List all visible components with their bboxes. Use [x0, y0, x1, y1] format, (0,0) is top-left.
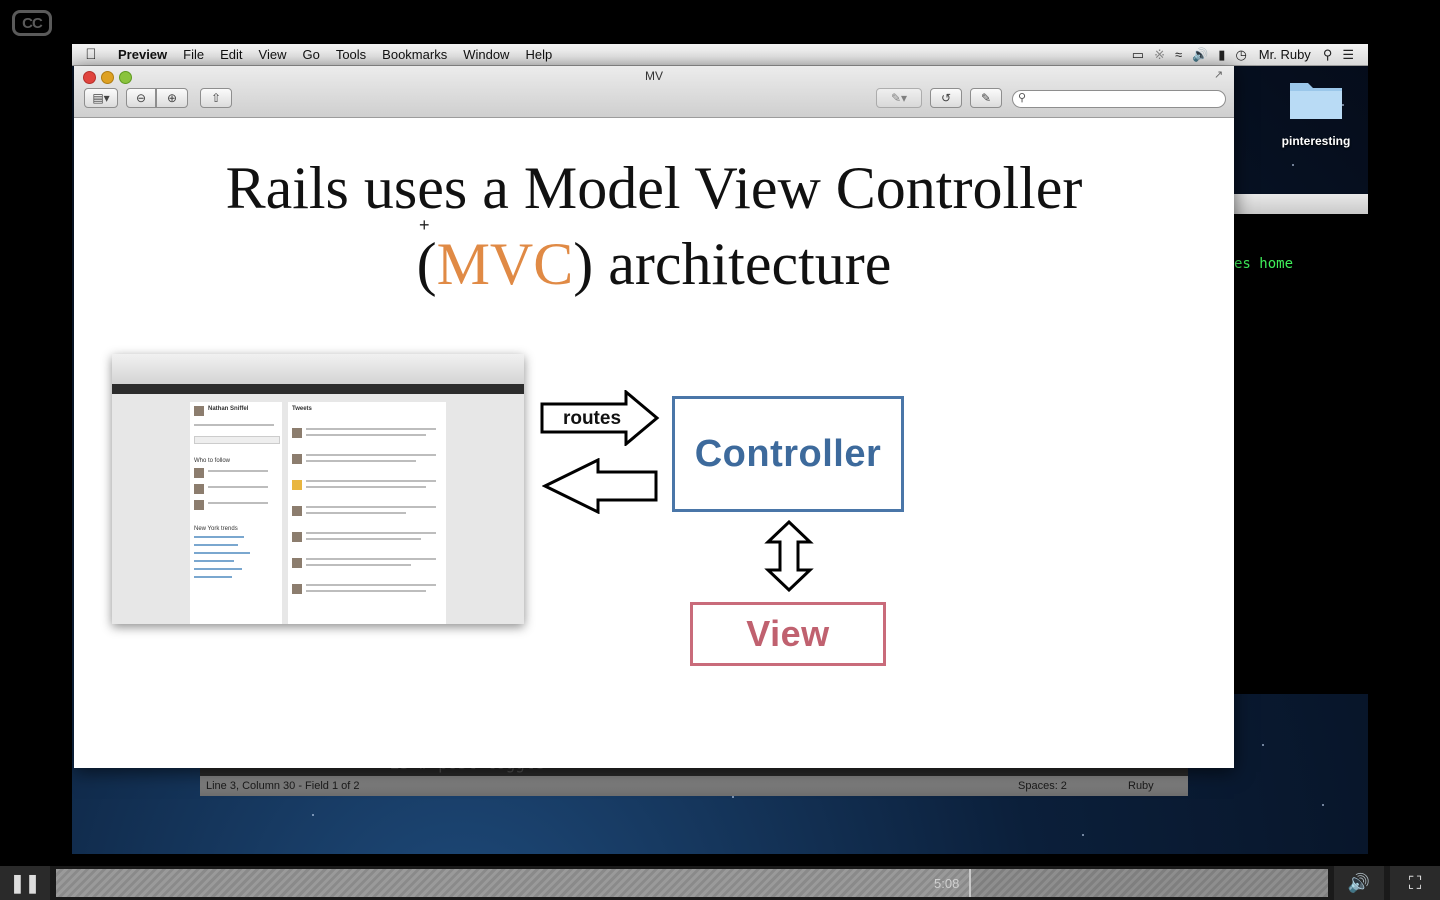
annotate-button[interactable]: ✎▾	[876, 88, 922, 108]
editor-status-bar: Line 3, Column 30 - Field 1 of 2 Spaces:…	[200, 776, 1188, 796]
share-button[interactable]: ⇧	[200, 88, 232, 108]
menu-bar:  Preview File Edit View Go Tools Bookma…	[72, 44, 1368, 66]
pen-icon: ✎▾	[890, 91, 908, 105]
wifi-icon[interactable]: ≈	[1174, 47, 1183, 62]
fullscreen-toggle-icon[interactable]: ↗	[1214, 69, 1224, 81]
terminal-window: es home	[1212, 194, 1368, 694]
avatar	[194, 406, 204, 416]
search-icon: ⚲	[1018, 92, 1027, 104]
status-cursor-position: Line 3, Column 30 - Field 1 of 2	[206, 780, 360, 792]
slide-title-rest: ) architecture	[573, 231, 892, 297]
preview-toolbar: MV ↗ ▤▾ ⊖ ⊕ ⇧ ✎▾ ↺ ✎ ⚲	[74, 66, 1234, 118]
edit-icon: ✎	[980, 91, 992, 105]
folder-icon[interactable]	[1286, 77, 1346, 123]
menu-help[interactable]: Help	[525, 47, 553, 62]
twitter-screenshot-image: Nathan Sniffel Who to follow New York tr…	[112, 354, 524, 624]
preview-window: MV ↗ ▤▾ ⊖ ⊕ ⇧ ✎▾ ↺ ✎ ⚲ Rails uses a Mode…	[74, 66, 1234, 768]
menu-window[interactable]: Window	[463, 47, 510, 62]
zoom-out-icon: ⊖	[135, 91, 147, 105]
pause-icon: ❚❚	[9, 872, 41, 893]
battery-icon[interactable]: ▮	[1218, 46, 1226, 62]
playback-time: 5:08	[934, 876, 960, 891]
minimize-icon[interactable]	[101, 71, 114, 84]
folder-label[interactable]: pinteresting	[1281, 134, 1351, 148]
trends-label: New York trends	[194, 526, 238, 532]
sidebar-view-button[interactable]: ▤▾	[84, 88, 118, 108]
view-label: View	[746, 613, 830, 654]
menu-bookmarks[interactable]: Bookmarks	[382, 47, 448, 62]
clock-icon[interactable]: ◷	[1235, 46, 1247, 62]
rotate-icon: ↺	[940, 91, 952, 105]
terminal-output: es home	[1234, 256, 1294, 272]
progress-bar-fill	[56, 869, 971, 897]
video-player-controls: ❚❚ 5:08 🔊 ⛶	[0, 866, 1440, 900]
window-title: MV	[645, 69, 663, 83]
zoom-out-button[interactable]: ⊖	[126, 88, 156, 108]
profile-column: Nathan Sniffel Who to follow New York tr…	[190, 402, 282, 624]
progress-bar[interactable]: 5:08	[56, 869, 1328, 897]
slide-title-line1: Rails uses a Model View Controller	[225, 155, 1083, 221]
slide-title-open-paren: (	[416, 231, 437, 297]
twitter-navbar	[112, 384, 524, 394]
zoom-in-button[interactable]: ⊕	[156, 88, 188, 108]
volume-icon: 🔊	[1347, 872, 1371, 893]
slide-title-line2: (MVC) architecture	[74, 226, 1234, 302]
slide-title-mvc: MVC	[436, 231, 574, 297]
notification-center-icon[interactable]: ☰	[1342, 46, 1354, 62]
menu-user-name[interactable]: Mr. Ruby	[1258, 47, 1311, 62]
slide-page: Rails uses a Model View Controller (MVC)…	[74, 118, 1234, 768]
sidebar-icon: ▤▾	[92, 91, 110, 105]
routes-label: routes	[562, 408, 622, 429]
profile-name: Nathan Sniffel	[208, 406, 249, 412]
menu-file[interactable]: File	[183, 47, 205, 62]
status-spaces[interactable]: Spaces: 2	[1018, 780, 1067, 792]
share-icon: ⇧	[210, 91, 222, 105]
fullscreen-button[interactable]: ⛶	[1390, 866, 1440, 900]
menu-edit[interactable]: Edit	[220, 47, 243, 62]
menu-app-name[interactable]: Preview	[118, 47, 168, 62]
controller-box: Controller	[672, 396, 904, 512]
slide-title: Rails uses a Model View Controller (MVC)…	[74, 150, 1234, 302]
menu-go[interactable]: Go	[302, 47, 320, 62]
status-language[interactable]: Ruby	[1128, 780, 1154, 792]
bluetooth-icon[interactable]: ※	[1154, 46, 1165, 62]
zoom-in-icon: ⊕	[166, 91, 178, 105]
view-box: View	[690, 602, 886, 666]
who-to-follow-label: Who to follow	[194, 458, 231, 464]
close-icon[interactable]	[83, 71, 96, 84]
search-input[interactable]: ⚲	[1012, 90, 1226, 108]
edit-toolbar-button[interactable]: ✎	[970, 88, 1002, 108]
airplay-icon[interactable]: ▭	[1131, 46, 1145, 62]
spotlight-search-icon[interactable]: ⚲	[1322, 46, 1333, 62]
pause-button[interactable]: ❚❚	[0, 866, 50, 900]
tweets-header: Tweets	[292, 406, 312, 412]
closed-captions-button[interactable]: CC	[12, 10, 52, 36]
routes-right-arrow-icon	[540, 390, 660, 446]
menu-tools[interactable]: Tools	[335, 47, 367, 62]
menu-view[interactable]: View	[258, 47, 287, 62]
volume-icon[interactable]: 🔊	[1192, 46, 1209, 62]
rotate-button[interactable]: ↺	[930, 88, 962, 108]
left-arrow-icon	[542, 458, 658, 514]
controller-label: Controller	[694, 432, 882, 475]
crosshair-cursor-icon: +	[419, 215, 430, 235]
tweets-column: Tweets	[288, 402, 446, 624]
browser-chrome	[112, 354, 524, 384]
zoom-icon[interactable]	[119, 71, 132, 84]
volume-button[interactable]: 🔊	[1334, 866, 1384, 900]
terminal-titlebar[interactable]	[1212, 194, 1368, 214]
apple-menu-icon[interactable]: 	[72, 46, 110, 63]
up-down-arrow-icon	[764, 520, 814, 592]
mac-desktop:  Preview File Edit View Go Tools Bookma…	[72, 44, 1368, 854]
fullscreen-icon: ⛶	[1408, 872, 1422, 893]
